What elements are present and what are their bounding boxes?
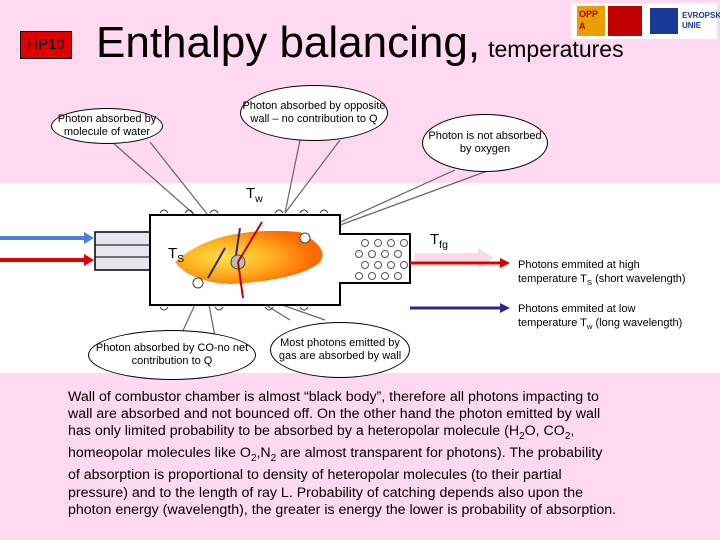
explanation-paragraph: Wall of combustor chamber is almost “bla…: [68, 389, 708, 519]
callout-co: Photon absorbed by CO-no net contributio…: [88, 330, 256, 380]
exhaust-arrow: [415, 248, 494, 268]
label-ts: TS: [168, 245, 185, 265]
eu-logo: OPP A EVROPSKÁUNIE: [571, 3, 720, 39]
inlet-pipe: [94, 231, 151, 271]
callout-water: Photon absorbed by molecule of water: [51, 108, 163, 144]
para-line: pressure) and to the length of ray L. Pr…: [68, 484, 584, 501]
gas-molecules: [355, 239, 408, 280]
para-line: wall are absorbed and not bounced off. O…: [68, 406, 601, 423]
oxygen-molecule-icon: [299, 232, 311, 244]
eu-logo-text: EVROPSKÁUNIE: [682, 11, 720, 30]
title-main: Enthalpy balancing,: [96, 18, 481, 67]
photon-arrows: [207, 221, 263, 299]
opp-logo: OPP A: [577, 6, 605, 36]
title-sub: temperatures: [488, 36, 624, 62]
label-tw: Tw: [246, 185, 263, 205]
callout-oxygen: Photon is not absorbed by oxygen: [422, 114, 548, 172]
co-molecule-icon: [192, 277, 204, 289]
callout-opposite-wall: Photon absorbed by opposite wall – no co…: [240, 85, 388, 141]
para-line: of absorption is proportional to density…: [68, 467, 562, 484]
para-line: homeopolar molecules like O2,N2 are almo…: [68, 445, 603, 465]
wall-absorption-marks: [159, 209, 329, 311]
ministry-logo: [608, 6, 642, 36]
para-line: photon energy (wavelength), the greater …: [68, 501, 617, 518]
para-line: has only limited probability to be absor…: [68, 423, 575, 443]
label-tfg: Tfg: [430, 231, 448, 251]
callout-gas: Most photons emitted by gas are absorbed…: [270, 322, 410, 378]
eu-flag-icon: [650, 8, 678, 34]
para-line: Wall of combustor chamber is almost “bla…: [68, 389, 599, 405]
inlet-arrows: [0, 232, 94, 266]
slide-badge: HP10: [20, 31, 72, 59]
page-title: Enthalpy balancing, temperatures: [96, 18, 624, 68]
